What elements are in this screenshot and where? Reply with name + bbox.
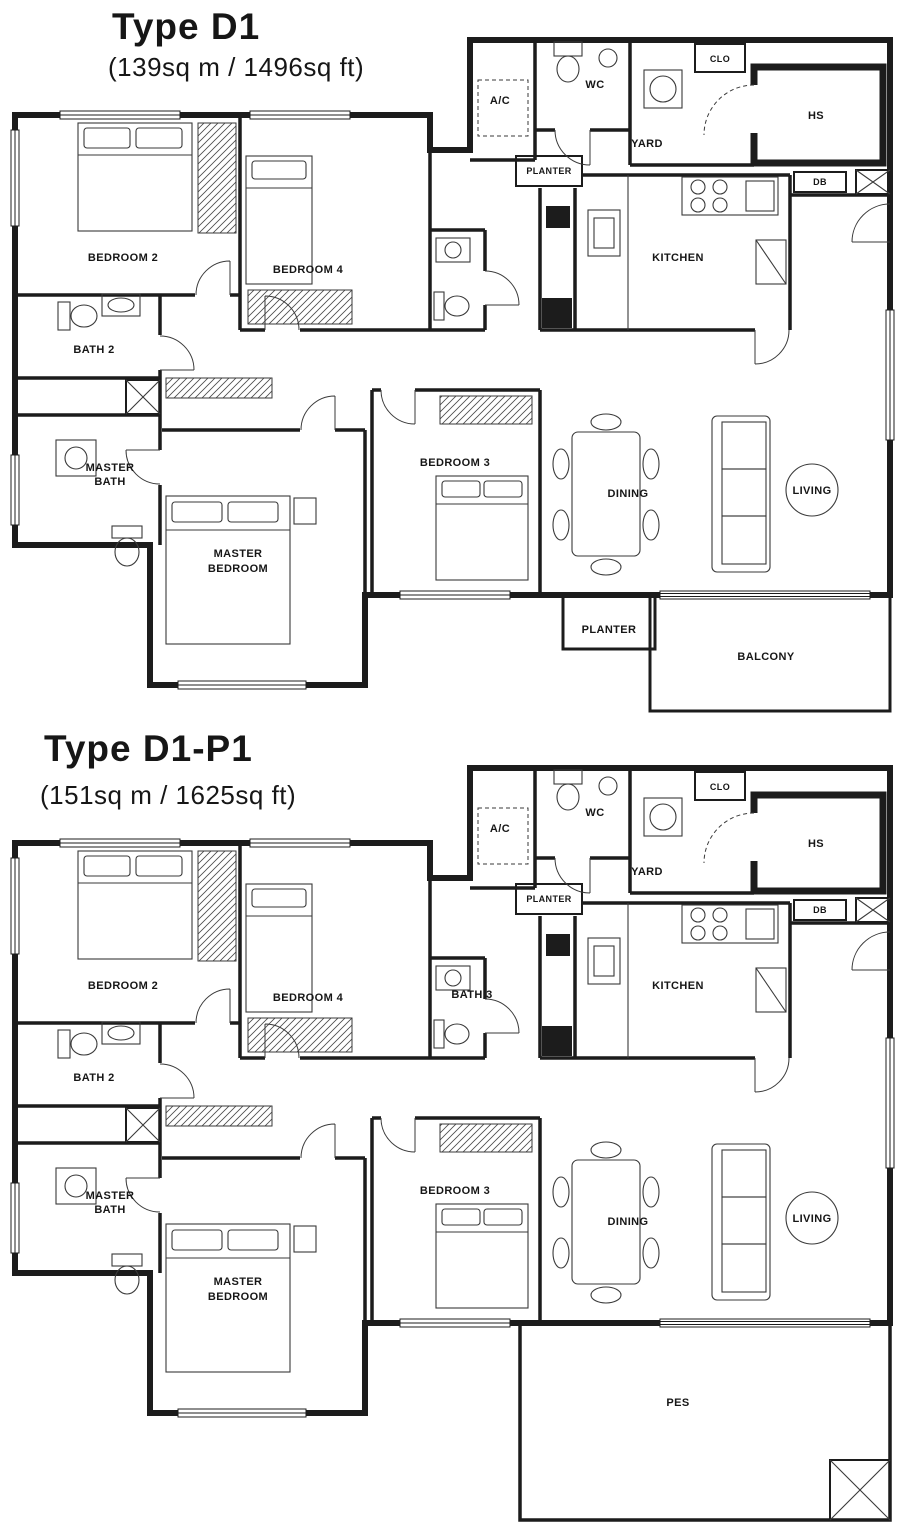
label-master-bath-1: MASTER [86, 462, 135, 474]
plan2-title: Type D1-P1 [44, 728, 253, 769]
label-bedroom2: BEDROOM 2 [88, 980, 158, 992]
label-master-bedroom-2: BEDROOM [208, 1291, 268, 1303]
plan1-room-labels: A/C WC CLO HS YARD PLANTER DB KITCHEN BE… [73, 54, 831, 663]
label-kitchen: KITCHEN [652, 980, 704, 992]
label-bedroom4: BEDROOM 4 [273, 264, 344, 276]
label-planter-bottom: PLANTER [582, 624, 637, 636]
label-clo: CLO [710, 54, 730, 64]
label-planter-top: PLANTER [526, 894, 571, 904]
plan2-room-labels: A/C WC CLO HS YARD PLANTER DB KITCHEN BE… [73, 782, 831, 1409]
plan1-area: (139sq m / 1496sq ft) [108, 52, 365, 82]
plan2-apartment [11, 768, 894, 1417]
label-master-bath-1: MASTER [86, 1190, 135, 1202]
label-bedroom4: BEDROOM 4 [273, 992, 344, 1004]
label-pes: PES [666, 1397, 689, 1409]
label-hs: HS [808, 838, 824, 850]
label-db: DB [813, 905, 827, 915]
label-bedroom3: BEDROOM 3 [420, 457, 490, 469]
label-master-bath-2: BATH [94, 1204, 125, 1216]
label-living: LIVING [792, 1213, 831, 1225]
label-wc: WC [585, 807, 604, 819]
label-yard: YARD [631, 138, 663, 150]
plan1-apartment [11, 40, 894, 689]
label-yard: YARD [631, 866, 663, 878]
plan2-outdoor [518, 1323, 892, 1522]
label-ac: A/C [490, 823, 510, 835]
label-master-bedroom-1: MASTER [214, 548, 263, 560]
label-living: LIVING [792, 485, 831, 497]
label-dining: DINING [608, 1216, 649, 1228]
label-kitchen: KITCHEN [652, 252, 704, 264]
label-master-bath-2: BATH [94, 476, 125, 488]
label-balcony: BALCONY [737, 651, 794, 663]
plan1-title: Type D1 [112, 6, 261, 47]
label-hs: HS [808, 110, 824, 122]
label-wc: WC [585, 79, 604, 91]
label-bath2: BATH 2 [73, 1072, 114, 1084]
label-planter-top: PLANTER [526, 166, 571, 176]
label-master-bedroom-2: BEDROOM [208, 563, 268, 575]
label-clo: CLO [710, 782, 730, 792]
label-dining: DINING [608, 488, 649, 500]
label-bedroom3: BEDROOM 3 [420, 1185, 490, 1197]
label-bath2: BATH 2 [73, 344, 114, 356]
label-master-bedroom-1: MASTER [214, 1276, 263, 1288]
label-db: DB [813, 177, 827, 187]
plan1-outdoor [561, 595, 892, 713]
label-ac: A/C [490, 95, 510, 107]
label-bedroom2: BEDROOM 2 [88, 252, 158, 264]
plan2-area: (151sq m / 1625sq ft) [40, 780, 297, 810]
label-bath3: BATH 3 [451, 989, 492, 1001]
